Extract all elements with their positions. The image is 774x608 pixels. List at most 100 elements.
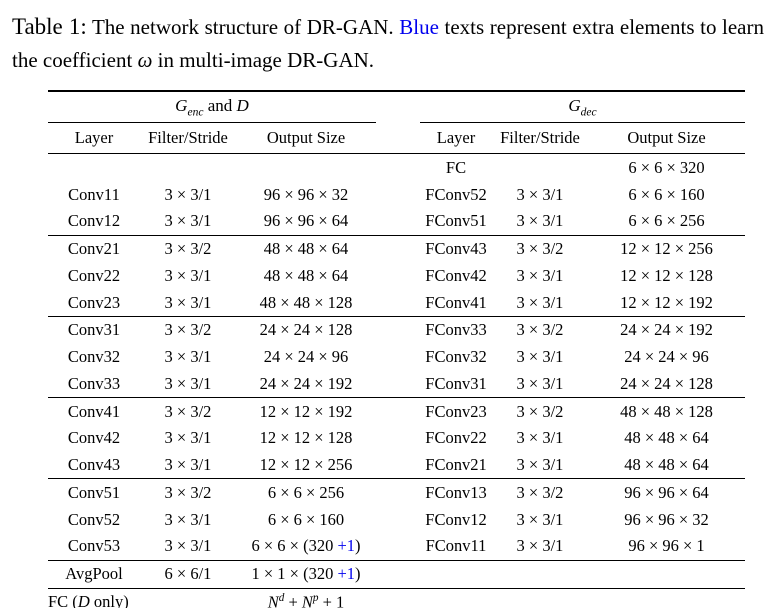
dec-output-size-cell: 12 × 12 × 128 — [620, 265, 713, 285]
dec-output-size-cell — [588, 560, 745, 588]
enc-layer-cell: Conv12 — [67, 211, 121, 231]
enc-layer-cell: Conv52 — [67, 509, 121, 529]
dec-layer-cell: FConv23 — [425, 401, 487, 421]
dec-layer-cell: FConv42 — [425, 265, 487, 285]
enc-output-size-cell: 6 × 6 × 160 — [267, 509, 345, 529]
col-header-dec-layer: Layer — [420, 122, 492, 155]
gap-cell — [376, 370, 420, 397]
enc-output-size-cell: Nd + Np + 1 — [267, 592, 345, 608]
enc-filter-stride-cell: 3 × 3/1 — [164, 292, 212, 312]
enc-filter-stride-cell: 3 × 3/1 — [164, 536, 212, 556]
enc-output-size-cell: 24 × 24 × 96 — [263, 347, 349, 367]
enc-filter-stride-cell — [140, 154, 236, 181]
dec-output-size-cell: 24 × 24 × 128 — [620, 373, 713, 393]
gap-cell — [376, 316, 420, 343]
blue-text: +1 — [337, 564, 356, 584]
dec-layer-cell — [420, 560, 492, 588]
dec-layer-cell: FConv21 — [425, 455, 487, 475]
dec-filter-stride-cell: 3 × 3/2 — [516, 482, 564, 502]
group-header-row: Genc and D Gdec — [48, 90, 745, 123]
dec-output-size-cell: 6 × 6 × 160 — [628, 184, 705, 204]
gap-cell — [376, 235, 420, 262]
dec-filter-stride-cell: 3 × 3/2 — [516, 401, 564, 421]
dec-output-size-cell: 48 × 48 × 64 — [624, 428, 709, 448]
dec-layer-cell: FConv52 — [425, 184, 487, 204]
enc-filter-stride-cell: 3 × 3/1 — [164, 455, 212, 475]
enc-filter-stride-cell: 3 × 3/1 — [164, 373, 212, 393]
enc-output-size-cell: 6 × 6 × (320 +1) — [251, 536, 361, 556]
table-row: FC (D only) Nd + Np + 1 — [48, 588, 745, 608]
dec-filter-stride-cell: 3 × 3/1 — [516, 428, 564, 448]
enc-output-size-cell: 12 × 12 × 192 — [259, 401, 353, 421]
gap-cell — [376, 533, 420, 560]
enc-layer-cell — [48, 154, 140, 181]
dec-layer-cell: FConv43 — [425, 239, 487, 259]
enc-output-size-cell: 6 × 6 × 256 — [267, 482, 345, 502]
col-header-gap — [376, 122, 420, 155]
enc-layer-cell: Conv11 — [68, 184, 120, 204]
dec-layer-cell: FC — [445, 157, 467, 177]
table-head: Genc and D Gdec Layer Filter/Stride Outp… — [48, 90, 745, 155]
gap-cell — [376, 560, 420, 588]
enc-layer-cell: Conv22 — [67, 265, 121, 285]
enc-layer-cell: Conv23 — [67, 292, 121, 312]
enc-layer-cell: Conv42 — [67, 428, 121, 448]
dec-output-size-cell: 12 × 12 × 256 — [620, 239, 713, 259]
enc-output-size-cell — [236, 154, 376, 181]
dec-empty-cell — [420, 588, 745, 608]
gap-cell — [376, 588, 420, 608]
dec-layer-cell: FConv31 — [425, 373, 487, 393]
network-structure-table: Genc and D Gdec Layer Filter/Stride Outp… — [48, 89, 745, 608]
gap-cell — [376, 344, 420, 371]
enc-filter-stride-cell: 3 × 3/1 — [164, 347, 212, 367]
enc-output-size-cell: 96 × 96 × 64 — [263, 211, 349, 231]
enc-layer-cell: Conv21 — [67, 239, 121, 259]
dec-filter-stride-cell: 3 × 3/1 — [516, 184, 564, 204]
dec-filter-stride-cell: 3 × 3/1 — [516, 455, 564, 475]
dec-output-size-cell: 96 × 96 × 64 — [624, 482, 709, 502]
col-header-dec-output-size: Output Size — [588, 122, 745, 155]
fc-d-only-cell: FC (D only) — [48, 592, 129, 608]
dec-filter-stride-cell — [492, 154, 588, 181]
dec-filter-stride-cell: 3 × 3/1 — [516, 536, 564, 556]
enc-filter-stride-cell: 6 × 6/1 — [164, 564, 212, 584]
dec-output-size-cell: 96 × 96 × 1 — [628, 536, 705, 556]
gap-cell — [376, 154, 420, 181]
enc-output-size-cell: 48 × 48 × 64 — [263, 239, 349, 259]
enc-layer-cell: Conv41 — [67, 401, 121, 421]
dec-layer-cell: FConv32 — [425, 347, 487, 367]
enc-output-size-cell: 96 × 96 × 32 — [263, 184, 349, 204]
dec-output-size-cell: 96 × 96 × 32 — [624, 509, 709, 529]
dec-filter-stride-cell — [492, 560, 588, 588]
enc-filter-stride-cell: 3 × 3/2 — [164, 482, 212, 502]
dec-layer-cell: FConv22 — [425, 428, 487, 448]
enc-layer-cell: Conv51 — [67, 482, 121, 502]
dec-layer-cell: FConv33 — [425, 320, 487, 340]
gap-cell — [376, 506, 420, 533]
group-header-genc-d: Genc and D — [48, 90, 376, 123]
col-header-enc-output-size: Output Size — [236, 122, 376, 155]
col-header-enc-layer: Layer — [48, 122, 140, 155]
gap-cell — [376, 262, 420, 289]
gap-cell — [376, 479, 420, 506]
blue-text: +1 — [337, 536, 356, 556]
gap-cell — [376, 289, 420, 316]
dec-filter-stride-cell: 3 × 3/1 — [516, 265, 564, 285]
enc-layer-cell: Conv53 — [67, 536, 121, 556]
enc-output-size-cell: 12 × 12 × 256 — [259, 455, 353, 475]
dec-output-size-cell: 6 × 6 × 320 — [628, 157, 705, 177]
